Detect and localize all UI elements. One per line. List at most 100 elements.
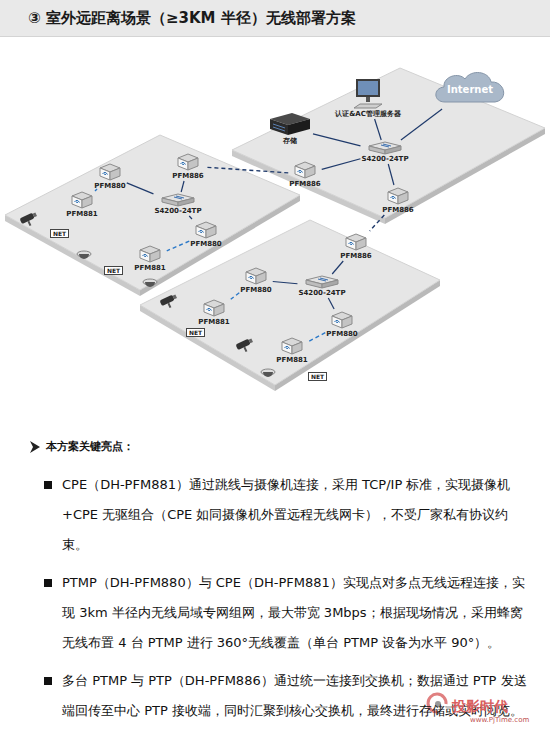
bullet-squares [44, 481, 52, 685]
storage-unit-icon [273, 124, 285, 131]
device-label: PFM880 [190, 241, 222, 248]
wireless-bridge-icon [100, 168, 110, 180]
wireless-bridge: PFM880 [190, 220, 222, 248]
camera-icons [167, 303, 171, 308]
wireless-bridge-icon [103, 172, 108, 175]
cloud-label: Internet [447, 85, 493, 95]
cable-link [328, 298, 334, 309]
watermark: 投影时代 [452, 698, 508, 716]
wireless-bridge-icon [385, 186, 411, 206]
wireless-bridge-icon [72, 196, 82, 208]
wireless-bridge-icon [356, 238, 366, 250]
net-tag: NET [308, 372, 327, 381]
wireless-bridge-icon [246, 272, 256, 284]
wireless-bridge-icon [206, 226, 216, 238]
camera-icons [243, 347, 247, 352]
wireless-bridge-icon [329, 310, 355, 330]
device-label: PFM881 [134, 265, 166, 272]
server-computer-icon [358, 81, 378, 95]
network-switch-icon [318, 278, 328, 281]
storage-unit: 存储 [268, 111, 312, 145]
cable-link [322, 159, 361, 170]
device-label: PFM880 [240, 287, 272, 294]
wireless-bridge-icon [181, 162, 186, 165]
device-label: PFM881 [66, 211, 98, 218]
wireless-bridge-icon [346, 238, 356, 250]
device-label: 认证&AC管理服务器 [335, 111, 401, 118]
network-switch-icon [367, 141, 403, 155]
heading-arrow [30, 441, 40, 453]
storage-unit-icon [268, 111, 312, 137]
device-label: PFM881 [198, 319, 230, 326]
cable-link [189, 216, 192, 219]
bullet-square [44, 481, 52, 489]
section-heading: 本方案关键亮点： [46, 439, 134, 454]
wireless-bridge-icon [150, 250, 160, 262]
net-tag: NET [104, 266, 123, 275]
wireless-bridge-icon [295, 166, 305, 178]
device-label: 存储 [283, 138, 297, 145]
server-computer-icon [348, 78, 388, 110]
wireless-bridge-icon [282, 342, 292, 354]
wireless-bridge-icon [298, 170, 303, 173]
wireless-bridge-icon [391, 196, 396, 199]
server-computer-icon [366, 97, 370, 102]
wireless-link [167, 241, 190, 251]
network-switch-icon [369, 146, 385, 154]
network-switch-icon [160, 193, 196, 207]
camera-icons [159, 295, 174, 306]
wireless-bridge: PFM886 [172, 152, 204, 180]
cloud-shape [436, 73, 504, 102]
camera-icons [19, 213, 34, 224]
network-switch-icon [304, 275, 340, 289]
device-label: PFM880 [326, 331, 358, 338]
net-tag: NET [50, 229, 69, 238]
network-switch-icon [162, 198, 178, 206]
device-label: S4200-24TP [154, 208, 201, 215]
device-label: PFM880 [94, 183, 126, 190]
camera-icons [235, 337, 255, 354]
wireless-bridge-icon [201, 298, 227, 318]
device-label: PFM886 [382, 207, 414, 214]
cable-link [401, 109, 442, 140]
wireless-bridge-icon [188, 158, 198, 170]
wireless-bridge-icon [175, 152, 201, 172]
camera-icons [19, 211, 39, 228]
wireless-bridge: PFM886 [382, 186, 414, 214]
page-title: ③ 室外远距离场景（≥3KM 半径）无线部署方案 [28, 9, 356, 28]
wireless-bridge-icon [204, 304, 214, 316]
bullet-text: CPE（DH-PFM881）通过跳线与摄像机连接，采用 TCP/IP 标准，实现… [62, 470, 534, 560]
wireless-bridge: PFM881 [276, 336, 308, 364]
network-switch-icon [174, 196, 184, 199]
wireless-bridge-icon [335, 320, 340, 323]
camera-icons [249, 338, 253, 343]
internet-cloud: Internet [431, 68, 509, 108]
wireless-bridge-icon [110, 168, 120, 180]
wireless-bridge-icon [305, 166, 315, 178]
network-switch-icon [178, 198, 194, 206]
wireless-bridge-icon [249, 276, 254, 279]
title-rule [0, 36, 550, 37]
wireless-bridge: PFM881 [134, 244, 166, 272]
bullet-square [44, 677, 52, 685]
title-band [0, 0, 550, 37]
wireless-bridge-icon [398, 192, 408, 204]
wireless-bridge: PFM881 [198, 298, 230, 326]
camera-icons [19, 211, 275, 377]
wireless-bridge: PFM880 [326, 310, 358, 338]
platforms [140, 220, 440, 385]
wireless-bridge-icon [137, 244, 163, 264]
camera-icons [263, 372, 273, 377]
device-label: PFM886 [289, 181, 321, 188]
wireless-bridge-icon [349, 242, 354, 245]
server-computer-icon [356, 79, 380, 97]
network-switch-icon [381, 144, 391, 147]
cable-link [273, 282, 298, 284]
wireless-bridge: PFM881 [66, 190, 98, 218]
camera-icons [79, 254, 89, 259]
wireless-bridge-icon [143, 254, 148, 257]
wireless-bridge-icon [243, 266, 269, 286]
wireless-bridge: PFM886 [289, 160, 321, 188]
wireless-link [231, 293, 240, 299]
